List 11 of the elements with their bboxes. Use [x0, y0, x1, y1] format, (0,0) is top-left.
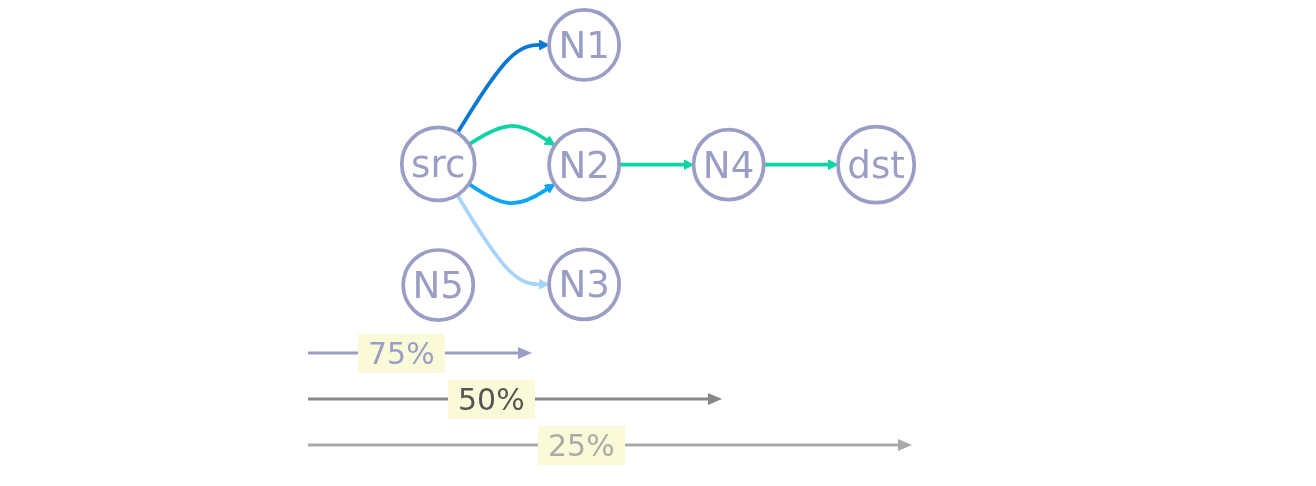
arrow	[468, 124, 556, 146]
percent-label: 25%	[538, 426, 625, 465]
node-circle: N3	[547, 247, 622, 322]
percent-label: 50%	[448, 380, 535, 419]
node-circle: src	[399, 125, 477, 203]
node-circle: dst	[836, 124, 917, 205]
node-circle: N5	[401, 248, 476, 322]
node-circle: N4	[691, 127, 766, 202]
percent-label: 75%	[358, 334, 445, 373]
node-circle: N2	[547, 127, 622, 202]
node-circle: N1	[547, 8, 622, 82]
